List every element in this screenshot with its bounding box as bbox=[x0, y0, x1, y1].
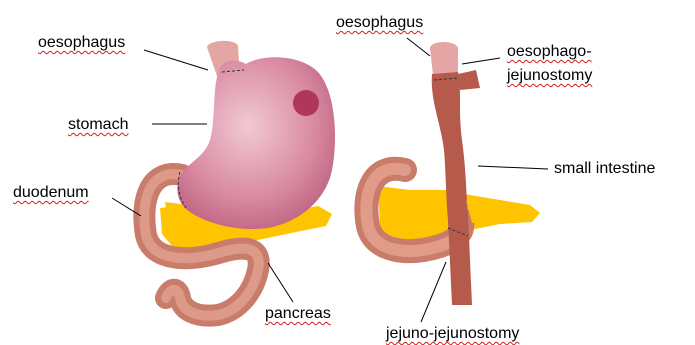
left-pancreas-pointer bbox=[268, 263, 293, 302]
label-stomach: stomach bbox=[68, 116, 128, 134]
left-stomach bbox=[177, 57, 335, 229]
label-oesophago-jejunostomy-line1: oesophago- bbox=[507, 43, 592, 61]
right-jejuno-pointer bbox=[421, 262, 446, 322]
right-small-intestine bbox=[432, 72, 472, 305]
left-oesophagus-pointer bbox=[144, 50, 208, 70]
label-jejuno-jejunostomy: jejuno-jejunostomy bbox=[386, 325, 519, 343]
label-small-intestine: small intestine bbox=[554, 160, 655, 178]
right-oesophagus-pointer bbox=[407, 38, 430, 56]
label-oesophagus-right: oesophagus bbox=[336, 14, 423, 32]
label-oesophago-jejunostomy-line2: jejunostomy bbox=[507, 67, 592, 85]
label-pancreas: pancreas bbox=[265, 305, 331, 323]
right-oesophago-pointer bbox=[462, 58, 500, 64]
label-duodenum: duodenum bbox=[13, 184, 89, 202]
label-oesophagus-left: oesophagus bbox=[38, 34, 125, 52]
left-stomach-spot bbox=[293, 90, 319, 116]
right-small-intestine-pointer bbox=[478, 166, 548, 169]
